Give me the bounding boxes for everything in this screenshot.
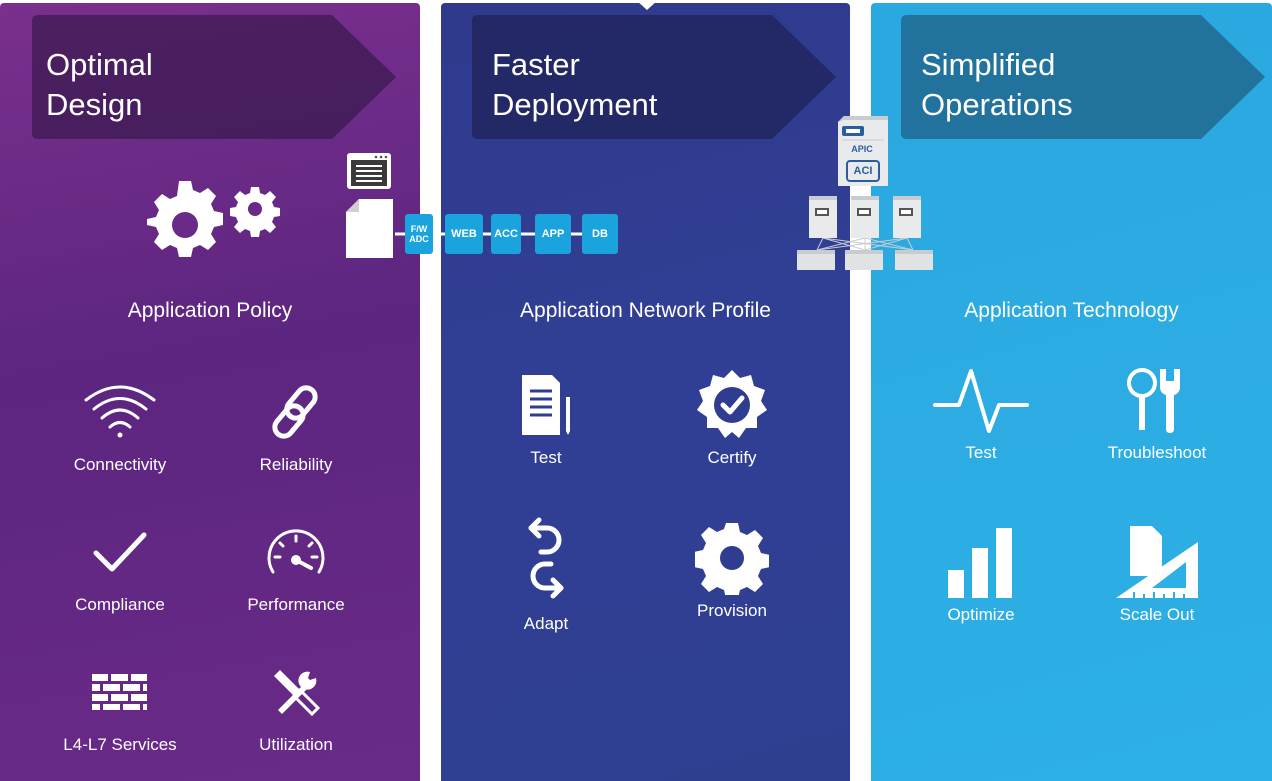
test-item: Test <box>471 368 621 468</box>
bar-chart-icon <box>906 525 1056 599</box>
title-arrow <box>32 15 396 139</box>
item-label: Troubleshoot <box>1107 443 1207 462</box>
item-label: Performance <box>247 595 345 614</box>
scale-out-item: Scale Out <box>1082 525 1232 625</box>
checkmark-icon <box>45 515 195 589</box>
item-label: Connectivity <box>73 455 167 474</box>
adapt-item: Adapt <box>471 508 621 634</box>
document-pencil-icon <box>471 368 621 442</box>
center-label: Application Policy <box>127 299 293 322</box>
item-label: Provision <box>697 601 767 620</box>
adapt-arrows-icon <box>471 508 621 608</box>
l4-l7-services-item: L4-L7 Services <box>45 655 195 755</box>
item-label: Compliance <box>75 595 165 614</box>
title-arrow <box>472 15 836 139</box>
magnifier-wrench-icon <box>1082 363 1232 437</box>
item-label: Reliability <box>259 455 333 474</box>
gear-icon <box>657 521 807 595</box>
chain-link-icon <box>221 375 371 449</box>
test-item: Test <box>906 363 1056 463</box>
top-notch <box>636 0 658 10</box>
wrench-screwdriver-icon <box>221 655 371 729</box>
item-label: Test <box>965 443 997 462</box>
item-label: Scale Out <box>1119 605 1195 624</box>
gears-icon <box>145 179 285 268</box>
certify-item: Certify <box>657 368 807 468</box>
utilization-item: Utilization <box>221 655 371 755</box>
center-label: Application Technology <box>964 299 1179 322</box>
performance-item: Performance <box>221 515 371 615</box>
item-label: Utilization <box>259 735 333 754</box>
firewall-brick-icon <box>45 655 195 729</box>
troubleshoot-item: Troubleshoot <box>1082 363 1232 463</box>
speedometer-icon <box>221 515 371 589</box>
item-label: Test <box>530 448 562 467</box>
provision-item: Provision <box>657 521 807 621</box>
reliability-item: Reliability <box>221 375 371 475</box>
center-label: Application Network Profile <box>520 299 771 322</box>
connectivity-item: Connectivity <box>45 375 195 475</box>
title-arrow <box>901 15 1265 139</box>
item-label: Certify <box>707 448 757 467</box>
pulse-line-icon <box>906 363 1056 437</box>
optimize-item: Optimize <box>906 525 1056 625</box>
compliance-item: Compliance <box>45 515 195 615</box>
document-ruler-icon <box>1082 525 1232 599</box>
item-label: L4-L7 Services <box>63 735 177 754</box>
item-label: Optimize <box>947 605 1015 624</box>
item-label: Adapt <box>523 614 569 633</box>
wifi-icon <box>45 375 195 449</box>
certify-badge-icon <box>657 368 807 442</box>
